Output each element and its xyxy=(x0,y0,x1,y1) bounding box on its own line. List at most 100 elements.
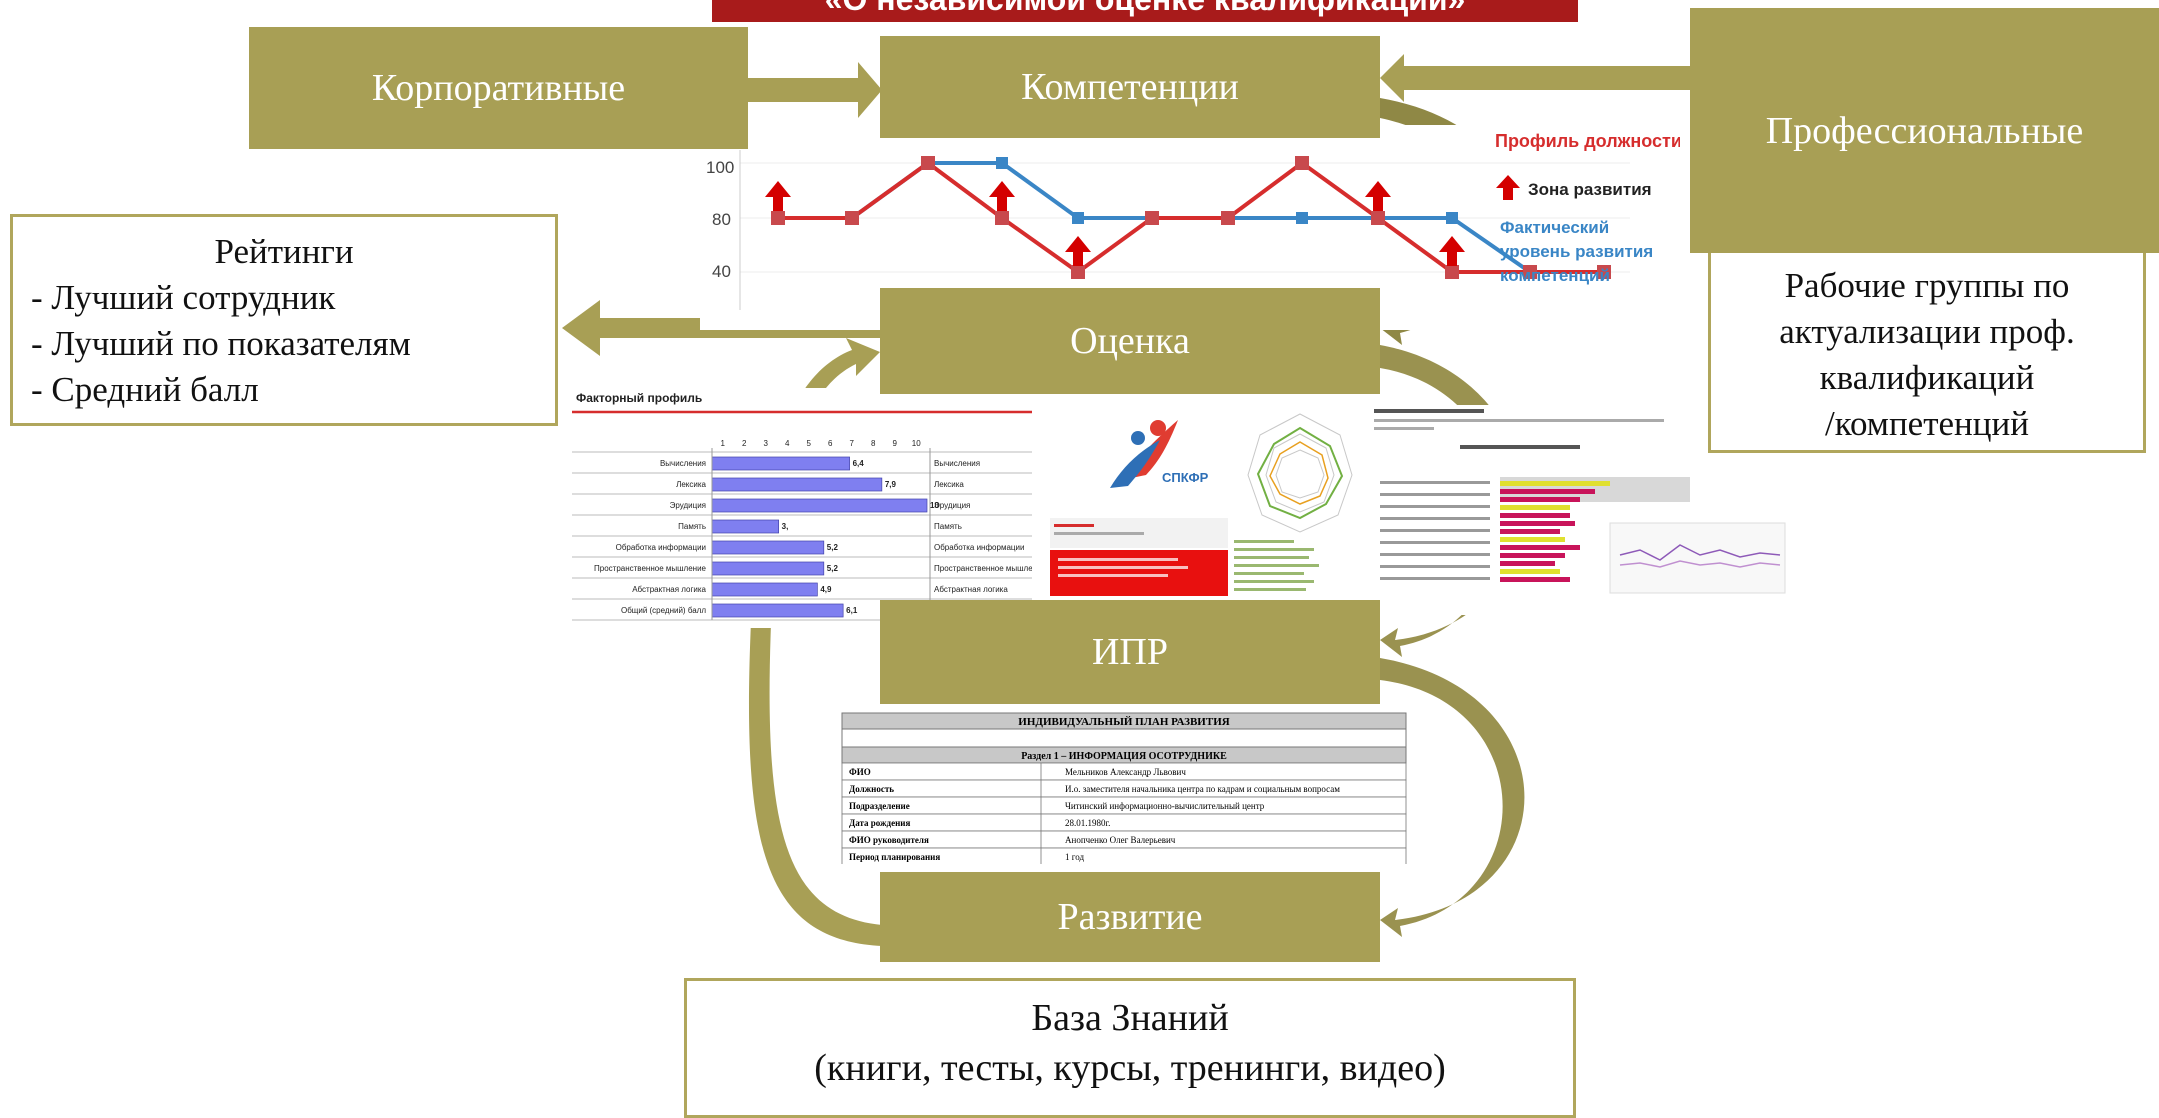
factor-value-label: 5,2 xyxy=(827,543,839,552)
factor-row-label: Вычисления xyxy=(660,459,706,468)
profile-marker xyxy=(771,211,785,225)
knowledge-base-box: База Знаний (книги, тесты, курсы, тренин… xyxy=(684,978,1576,1118)
legend-actual-level-1: Фактический xyxy=(1500,218,1609,237)
factor-row-label: Память xyxy=(678,522,706,531)
y-tick-100: 100 xyxy=(706,158,734,177)
ipr-box: ИПР xyxy=(880,600,1380,704)
factor-row-label-right: Обработка информации xyxy=(934,543,1024,552)
corporate-box: Корпоративные xyxy=(249,27,748,149)
factor-bar xyxy=(711,477,883,492)
profile-marker xyxy=(921,156,935,170)
factor-bar xyxy=(711,582,818,597)
working-groups-box: Рабочие группы по актуализации проф. ква… xyxy=(1708,253,2146,453)
profile-marker xyxy=(1295,156,1309,170)
factor-bar xyxy=(711,561,825,576)
factor-row-label-right: Абстрактная логика xyxy=(934,585,1008,594)
ipr-row-value: 1 год xyxy=(1065,852,1084,862)
profile-marker xyxy=(1071,265,1085,279)
legend-development-zone-arrow xyxy=(1496,175,1520,200)
factor-row-label: Пространственное мышление xyxy=(594,564,707,573)
legend-position-profile: Профиль должности xyxy=(1495,131,1680,151)
ipr-row-key: Подразделение xyxy=(849,801,910,811)
factor-scale-tick: 5 xyxy=(807,439,812,448)
working-groups-line-4: /компетенций xyxy=(1825,404,2029,443)
professional-box: Профессиональные xyxy=(1690,8,2159,253)
profile-marker xyxy=(995,211,1009,225)
ratings-item-best-employee: - Лучший сотрудник xyxy=(31,278,336,317)
development-zone-arrow xyxy=(1439,236,1465,266)
y-tick-80: 80 xyxy=(712,210,731,229)
ipr-row-key: Дата рождения xyxy=(849,818,910,828)
ipr-row-key: Должность xyxy=(849,784,894,794)
development-box: Развитие xyxy=(880,872,1380,962)
factor-scale-tick: 7 xyxy=(850,439,855,448)
ipr-row-key: ФИО руководителя xyxy=(849,835,929,845)
factor-row-label: Общий (средний) балл xyxy=(621,606,706,615)
legend-development-zone: Зона развития xyxy=(1528,180,1652,199)
factor-row-label: Абстрактная логика xyxy=(632,585,706,594)
working-groups-line-1: Рабочие группы по xyxy=(1784,266,2070,305)
factor-scale-tick: 10 xyxy=(912,439,921,448)
arrow-professional-to-competencies xyxy=(1380,54,1690,102)
factor-value-label: 3, xyxy=(782,522,789,531)
profile-marker xyxy=(845,211,859,225)
knowledge-base-title: База Знаний xyxy=(1031,997,1229,1039)
factor-value-label: 5,2 xyxy=(827,564,839,573)
ipr-row-key: ФИО xyxy=(849,767,871,777)
factor-scale-tick: 2 xyxy=(742,439,747,448)
ipr-row-value: Мельников Александр Львович xyxy=(1065,767,1186,777)
factor-scale-tick: 1 xyxy=(721,439,726,448)
factor-profile-title: Факторный профиль xyxy=(576,391,702,405)
factor-scale-tick: 8 xyxy=(871,439,876,448)
ipr-row-value: 28.01.1980г. xyxy=(1065,818,1110,828)
ipr-doc-title: ИНДИВИДУАЛЬНЫЙ ПЛАН РАЗВИТИЯ xyxy=(1018,716,1229,728)
professional-label: Профессиональные xyxy=(1765,109,2084,152)
factor-row-label-right: Пространственное мышление xyxy=(934,564,1032,573)
factor-scale-tick: 9 xyxy=(893,439,898,448)
results-thumbnail xyxy=(1370,405,1790,615)
arrow-corporate-to-competencies xyxy=(748,62,882,118)
working-groups-line-3: квалификаций xyxy=(1819,358,2035,397)
factor-bar xyxy=(711,603,844,618)
legend-actual-level-2: уровень развития xyxy=(1500,242,1653,261)
factor-value-label: 10 xyxy=(930,501,939,510)
profile-marker xyxy=(1221,211,1235,225)
factor-bar xyxy=(711,519,780,534)
ratings-item-best-indicators: - Лучший по показателям xyxy=(31,324,411,363)
factor-scale-tick: 6 xyxy=(828,439,833,448)
factor-row-label-right: Лексика xyxy=(934,480,964,489)
ratings-item-average-score: - Средний балл xyxy=(31,370,259,409)
actual-marker xyxy=(996,157,1008,169)
actual-marker xyxy=(1072,212,1084,224)
profile-marker xyxy=(1145,211,1159,225)
ipr-row-value: Анопченко Олег Валерьевич xyxy=(1065,835,1176,845)
ipr-row-key: Период планирования xyxy=(849,852,940,862)
ipr-row-value: И.о. заместителя начальника центра по ка… xyxy=(1065,784,1340,794)
factor-bar xyxy=(711,498,928,513)
working-groups-line-2: актуализации проф. xyxy=(1779,312,2075,351)
corporate-label: Корпоративные xyxy=(371,67,626,109)
factor-row-label-right: Память xyxy=(934,522,962,531)
factor-row-label: Лексика xyxy=(676,480,706,489)
development-zone-arrow xyxy=(1065,236,1091,266)
ipr-label: ИПР xyxy=(1091,631,1169,673)
factor-value-label: 6,4 xyxy=(853,459,865,468)
logo-text: СПКФР xyxy=(1162,470,1209,485)
development-zone-arrow xyxy=(1365,181,1391,211)
factor-row-label: Обработка информации xyxy=(616,543,706,552)
factor-value-label: 6,1 xyxy=(846,606,858,615)
title-banner: «О независимой оценке квалификации» xyxy=(712,0,1578,22)
profile-marker xyxy=(1445,265,1459,279)
factor-value-label: 7,9 xyxy=(885,480,897,489)
series-position-profile xyxy=(778,160,1604,275)
profile-marker xyxy=(1523,265,1537,279)
ratings-box: Рейтинги - Лучший сотрудник - Лучший по … xyxy=(10,214,558,426)
ratings-heading: Рейтинги xyxy=(214,232,354,271)
actual-marker xyxy=(1296,212,1308,224)
competencies-box: Компетенции xyxy=(880,36,1380,138)
spkfr-logo: СПКФР xyxy=(1050,420,1228,596)
factor-row-label: Эрудиция xyxy=(670,501,706,510)
development-zone-arrow xyxy=(989,181,1015,211)
factor-scale-tick: 3 xyxy=(764,439,769,448)
factor-bar xyxy=(711,540,825,555)
